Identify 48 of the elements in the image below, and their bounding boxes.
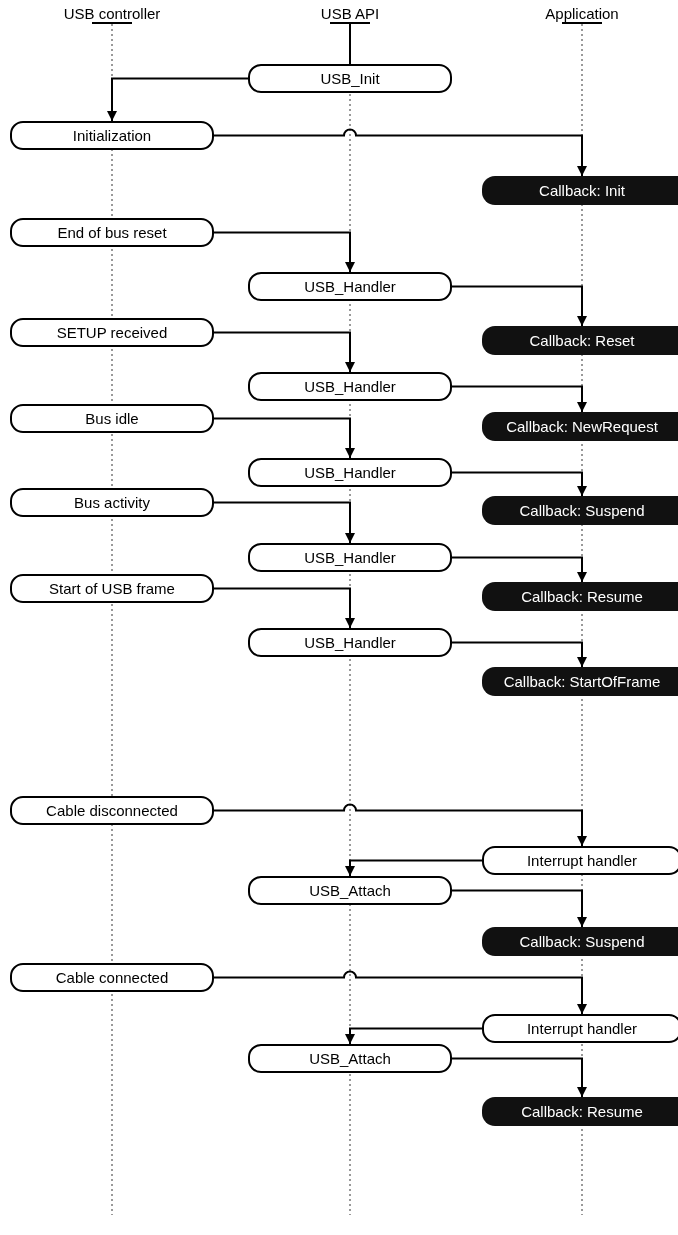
arrow [107,77,249,122]
arrow [213,331,355,373]
process-box: USB_Handler [248,272,452,301]
arrow [213,231,355,273]
process-box: USB_Init [248,64,452,93]
process-box: Cable disconnected [10,796,214,825]
arrow [213,803,587,847]
process-box: USB_Attach [248,876,452,905]
arrow [451,556,587,583]
arrow [451,889,587,928]
process-box: Interrupt handler [482,1014,678,1043]
process-box: Interrupt handler [482,846,678,875]
connector-line [349,21,351,65]
process-box: End of bus reset [10,218,214,247]
arrow [451,285,587,327]
process-box: Bus idle [10,404,214,433]
callback-box: Callback: Suspend [482,927,678,956]
arrow [345,1027,483,1045]
lifeline-header: Application [512,4,652,22]
arrow [345,859,483,877]
arrow [213,587,355,629]
arrow [213,417,355,459]
process-box: Start of USB frame [10,574,214,603]
callback-box: Callback: Resume [482,1097,678,1126]
process-box: Bus activity [10,488,214,517]
lifeline-header: USB API [280,4,420,22]
process-box: Initialization [10,121,214,150]
process-box: SETUP received [10,318,214,347]
callback-box: Callback: NewRequest [482,412,678,441]
lifeline-header: USB controller [42,4,182,22]
arrow [451,385,587,413]
arrow [451,471,587,497]
process-box: USB_Handler [248,372,452,401]
process-box: Cable connected [10,963,214,992]
arrow [213,128,587,177]
arrow [213,501,355,544]
process-box: USB_Handler [248,543,452,572]
arrow [451,641,587,668]
arrow [451,1057,587,1098]
arrow [213,970,587,1015]
process-box: USB_Handler [248,458,452,487]
callback-box: Callback: StartOfFrame [482,667,678,696]
callback-box: Callback: Suspend [482,496,678,525]
callback-box: Callback: Init [482,176,678,205]
process-box: USB_Handler [248,628,452,657]
callback-box: Callback: Resume [482,582,678,611]
process-box: USB_Attach [248,1044,452,1073]
callback-box: Callback: Reset [482,326,678,355]
